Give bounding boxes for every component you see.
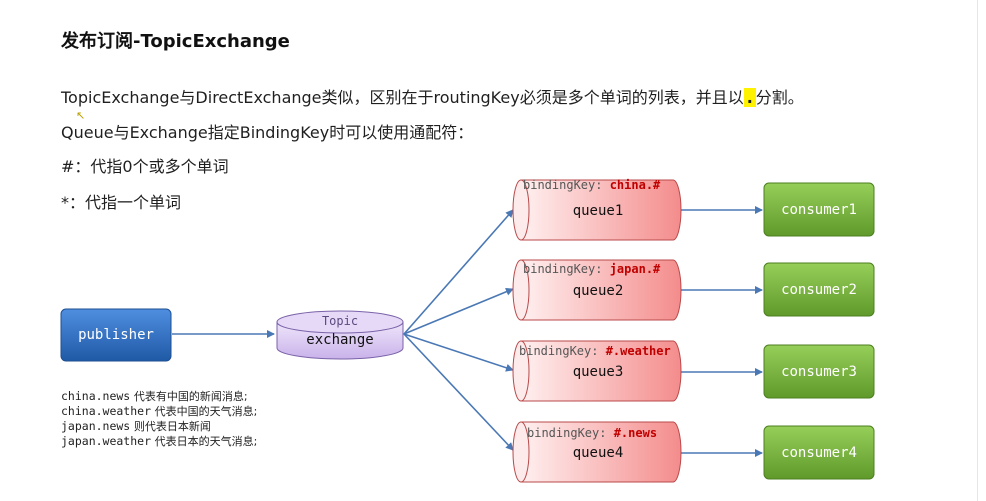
intro-line-1-end: 分割。 [755,88,804,107]
page-title: 发布订阅-TopicExchange [61,31,290,52]
intro-line-1-text: TopicExchange与DirectExchange类似，区别在于routi… [61,88,744,107]
binding-key-4: #.news [614,426,657,440]
note-desc: 代表有中国的新闻消息; [133,390,248,403]
queue2-node: bindingKey: japan.# queue2 [512,259,682,321]
binding-prefix-4: bindingKey: [527,426,614,440]
consumer1-label: consumer1 [781,202,857,218]
intro-line-2: Queue与Exchange指定BindingKey时可以使用通配符： [61,123,474,142]
note-desc: 代表中国的天气消息; [154,405,258,418]
consumer4-label: consumer4 [781,445,857,461]
note-key: china.weather [61,404,152,418]
note-line: japan.weather 代表日本的天气消息; [61,434,257,449]
queue3-node: bindingKey: #.weather queue3 [512,340,682,402]
note-desc: 代表日本的天气消息; [154,435,258,448]
binding-key-1: china.# [610,178,661,192]
dot-highlight: . [743,88,756,107]
queue3-label: queue3 [573,364,624,380]
binding-key-2: japan.# [610,262,661,276]
exchange-node: Topic exchange [276,310,404,360]
note-line: china.weather 代表中国的天气消息; [61,404,257,419]
note-key: japan.news [61,419,131,433]
queue1-label: queue1 [573,203,624,219]
consumer2-label: consumer2 [781,282,857,298]
exchange-label: exchange [306,332,373,348]
publisher-label: publisher [78,327,154,343]
queue4-node: bindingKey: #.news queue4 [512,421,682,483]
arrow-exchange-queue4 [403,333,514,451]
publisher-node: publisher [60,308,172,362]
consumer1-node: consumer1 [763,182,875,237]
svg-text:bindingKey: #.news: bindingKey: #.news [527,426,657,440]
routing-key-notes: china.news 代表有中国的新闻消息; china.weather 代表中… [61,389,257,449]
note-line: china.news 代表有中国的新闻消息; [61,389,257,404]
queue1-node: bindingKey: china.# queue1 [512,178,682,241]
note-desc: 则代表日本新闻 [133,420,211,433]
intro-line-3: #：代指0个或多个单词 [61,157,229,176]
note-line: japan.news 则代表日本新闻 [61,419,257,434]
slide-edge [977,0,978,501]
queue4-label: queue4 [573,445,624,461]
exchange-type-label: Topic [322,314,358,328]
consumer2-node: consumer2 [763,262,875,317]
consumer3-label: consumer3 [781,364,857,380]
consumer4-node: consumer4 [763,425,875,480]
arrow-exchange-queue1 [403,209,514,335]
binding-key-3: #.weather [606,344,671,358]
arrow-exchange-queue3 [403,333,514,372]
svg-text:bindingKey: #.weather: bindingKey: #.weather [519,344,671,358]
queue2-label: queue2 [573,283,624,299]
note-key: china.news [61,389,131,403]
binding-prefix-1: bindingKey: [523,178,610,192]
svg-text:bindingKey: china.#: bindingKey: china.# [523,178,661,192]
binding-prefix-2: bindingKey: [523,262,610,276]
consumer3-node: consumer3 [763,344,875,399]
intro-line-4: *：代指一个单词 [61,193,182,212]
intro-line-1: TopicExchange与DirectExchange类似，区别在于routi… [61,84,804,108]
arrow-exchange-queue2 [403,287,514,335]
binding-prefix-3: bindingKey: [519,344,606,358]
note-key: japan.weather [61,434,152,448]
mouse-cursor-icon: ↖ [76,109,86,122]
svg-text:bindingKey: japan.#: bindingKey: japan.# [523,262,661,276]
